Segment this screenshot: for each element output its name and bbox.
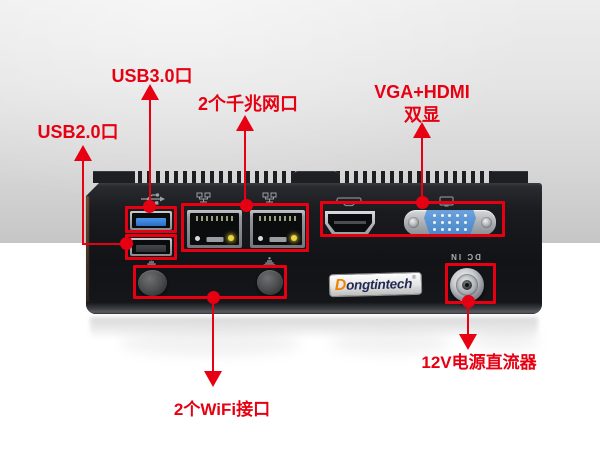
heatsink-solid-segment	[492, 171, 528, 184]
heatsink-solid-segment	[93, 171, 135, 184]
brand-initial: D	[334, 276, 347, 294]
wifi-label: 2个WiFi接口	[173, 400, 271, 419]
usb2-leader-line-vertical	[82, 160, 84, 245]
heatsink-solid-segment	[292, 171, 340, 184]
usb3-label: USB3.0口	[111, 66, 193, 86]
ethernet-pins	[196, 216, 233, 221]
power-arrowhead	[459, 334, 477, 350]
usb2-leader-line-horizontal	[82, 243, 124, 245]
ethernet-port-2	[250, 210, 305, 248]
usb2-label: USB2.0口	[37, 122, 119, 142]
ethernet-port-1	[187, 210, 242, 248]
chassis-bottom-lip	[86, 302, 542, 314]
wifi-antenna-plug-2	[257, 270, 283, 295]
chassis-edge-highlight	[86, 196, 89, 308]
reflection-blob	[470, 330, 540, 350]
reflection-blob	[330, 332, 450, 354]
vga-screw	[481, 217, 492, 228]
wifi-antenna-plug-1	[138, 270, 167, 296]
chassis-corner-chamfer	[86, 183, 99, 196]
usb2-port-opening	[132, 240, 170, 254]
hdmi-plug-icon	[336, 197, 362, 207]
usb3-blue-tongue	[136, 218, 166, 226]
ethernet-pins	[259, 216, 296, 221]
power-label: 12V电源直流器	[421, 353, 537, 372]
ethernet-callout-dot	[240, 199, 253, 212]
usb2-highlight-box	[125, 234, 177, 260]
brand-name: ongtintech	[345, 276, 413, 293]
usb2-callout-dot	[120, 237, 133, 250]
display-label-line2: 双显	[404, 105, 440, 125]
activity-led	[228, 235, 234, 241]
device-reflection	[90, 317, 538, 339]
ethernet-latch-slot	[206, 237, 223, 242]
link-led	[258, 236, 263, 241]
power-leader-line	[467, 301, 469, 334]
display-label-line1: VGA+HDMI	[374, 82, 470, 102]
display-arrowhead	[413, 122, 431, 138]
usb3-arrowhead	[141, 84, 159, 100]
lan-network-icon	[196, 192, 211, 203]
display-leader-line	[421, 138, 423, 202]
usb2-tongue	[136, 245, 166, 252]
hdmi-tongue	[334, 221, 366, 224]
registered-mark: ®	[411, 274, 417, 282]
ethernet-latch-slot	[269, 237, 286, 242]
ethernet-port-opening	[253, 213, 302, 245]
dc-jack-pin	[465, 283, 469, 287]
wifi-leader-line	[212, 297, 214, 371]
link-led	[195, 236, 200, 241]
wifi-arrowhead	[204, 371, 222, 387]
display-highlight-box	[320, 201, 505, 237]
activity-led	[291, 235, 297, 241]
usb2-arrowhead	[74, 145, 92, 161]
usb3-leader-line	[149, 99, 151, 207]
usb3-port-opening	[132, 213, 170, 228]
ethernet-leader-line	[244, 131, 246, 205]
dc-in-print: DC IN	[449, 252, 481, 261]
display-callout-dot	[416, 196, 429, 209]
lan-network-icon	[262, 192, 277, 203]
ethernet-label: 2个千兆网口	[197, 94, 299, 114]
ethernet-port-opening	[190, 213, 239, 245]
usb2-port	[130, 238, 172, 256]
dc-power-jack	[450, 268, 484, 302]
reflection-blob	[120, 330, 300, 356]
usb3-port	[130, 211, 172, 230]
ethernet-arrowhead	[236, 115, 254, 131]
vga-screw	[408, 217, 419, 228]
